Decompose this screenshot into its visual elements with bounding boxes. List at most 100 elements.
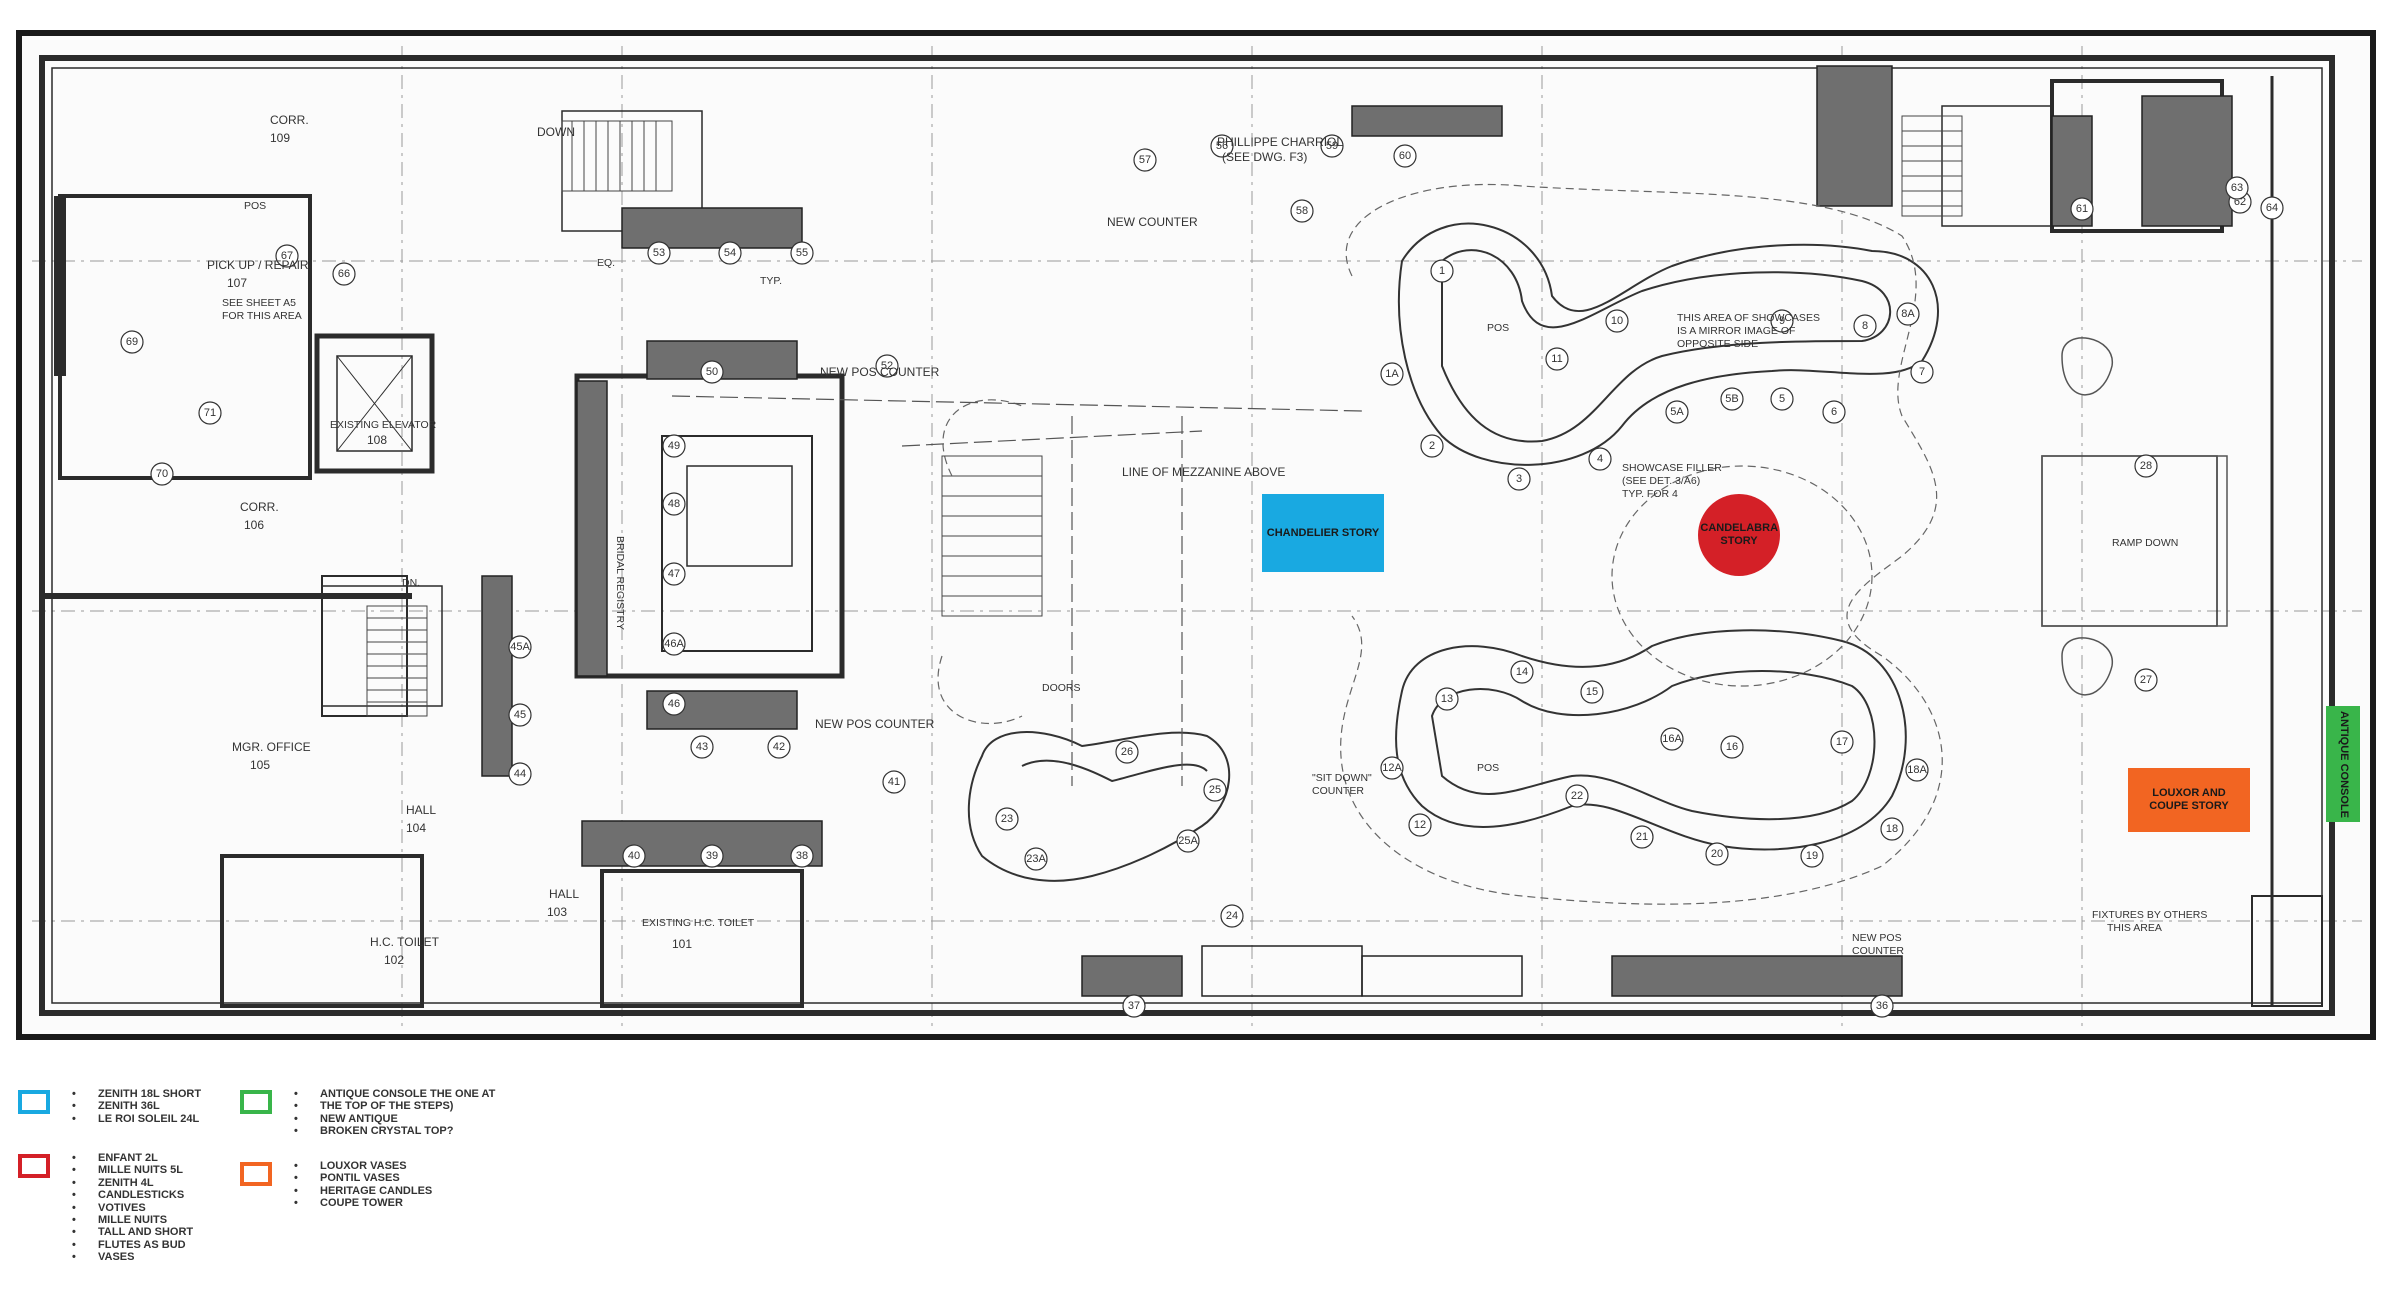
legend-item: ENFANT 2L bbox=[72, 1152, 193, 1165]
fixture-bubble-26: 26 bbox=[1115, 740, 1139, 764]
fixture-number-label: 69 bbox=[126, 336, 138, 348]
fixture-bubble-circle bbox=[647, 241, 671, 265]
room-number-104: 104 bbox=[406, 821, 426, 835]
fixture-bubble-circle bbox=[1435, 687, 1459, 711]
legend-item: CANDLESTICKS bbox=[72, 1189, 193, 1202]
fixture-bubble-circle bbox=[700, 360, 724, 384]
fixture-bubble-circle bbox=[1408, 813, 1432, 837]
fixture-number-label: 13 bbox=[1441, 693, 1453, 705]
fixture-number-label: 12 bbox=[1414, 819, 1426, 831]
fixture-bubble-circle bbox=[1705, 842, 1729, 866]
fixture-number-label: 71 bbox=[204, 407, 216, 419]
fixture-bubble-2: 2 bbox=[1420, 434, 1444, 458]
legend-swatch-blue bbox=[18, 1090, 50, 1114]
fixture-number-label: 46A bbox=[664, 638, 684, 650]
fixture-bubble-circle bbox=[1605, 309, 1629, 333]
room-label-hall-104: HALL bbox=[406, 803, 436, 817]
fixture-number-label: 3 bbox=[1516, 473, 1522, 485]
fixture-bubble-8: 8 bbox=[1853, 314, 1877, 338]
legend-list-louxor: LOUXOR VASES PONTIL VASES HERITAGE CANDL… bbox=[294, 1160, 432, 1210]
fixture-bubble-circle bbox=[875, 354, 899, 378]
fixture-bubble-70: 70 bbox=[150, 462, 174, 486]
legend-group-chandelier: ZENITH 18L SHORT ZENITH 36L LE ROI SOLEI… bbox=[18, 1088, 201, 1126]
fixture-number-label: 40 bbox=[628, 850, 640, 862]
fixture-bubble-27: 27 bbox=[2134, 668, 2158, 692]
fixture-number-label: 44 bbox=[514, 768, 526, 780]
fixture-bubble-circle bbox=[995, 807, 1019, 831]
fixture-bubble-circle bbox=[1870, 994, 1894, 1018]
fixture-number-label: 36 bbox=[1876, 1000, 1888, 1012]
see-sheet-note-2: FOR THIS AREA bbox=[222, 310, 302, 322]
legend-item: LE ROI SOLEIL 24L bbox=[72, 1113, 201, 1126]
fixture-number-label: 16A bbox=[1662, 733, 1682, 745]
fixture-bubble-circle bbox=[718, 241, 742, 265]
fixture-bubble-56: 56 bbox=[1210, 134, 1234, 158]
fixture-number-label: 64 bbox=[2266, 202, 2278, 214]
fixture-number-label: 7 bbox=[1919, 366, 1925, 378]
note-ramp-down: RAMP DOWN bbox=[2112, 537, 2178, 549]
fixture-bubble-45: 45 bbox=[508, 703, 532, 727]
fixture-number-label: 6 bbox=[1831, 406, 1837, 418]
fixture-number-label: 20 bbox=[1711, 848, 1723, 860]
fixture-bubble-circle bbox=[1720, 387, 1744, 411]
fixture-bubble-circle bbox=[275, 244, 299, 268]
fixture-number-label: 15 bbox=[1586, 686, 1598, 698]
fixture-number-label: 16 bbox=[1726, 741, 1738, 753]
candelabra-story-zone: CANDELABRA STORY bbox=[1698, 494, 1780, 576]
room-label-existing-hc-toilet: EXISTING H.C. TOILET bbox=[642, 917, 755, 929]
fixture-bubble-circle bbox=[882, 770, 906, 794]
fixture-bubble-circle bbox=[1320, 134, 1344, 158]
legend-item: NEW ANTIQUE bbox=[294, 1113, 495, 1126]
fixture-bubble-14: 14 bbox=[1510, 660, 1534, 684]
room-label-elevator: EXISTING ELEVATOR bbox=[330, 419, 437, 431]
fixture-number-label: 23 bbox=[1001, 813, 1013, 825]
note-see-dwg-f3: (SEE DWG. F3) bbox=[1222, 150, 1307, 164]
note-pos-2: POS bbox=[1487, 322, 1509, 334]
fixture-bubble-circle bbox=[790, 844, 814, 868]
room-number-103: 103 bbox=[547, 905, 567, 919]
fixture-bubble-61: 61 bbox=[2070, 197, 2094, 221]
fixture-bubble-circle bbox=[2225, 176, 2249, 200]
fixture-number-label: 26 bbox=[1121, 746, 1133, 758]
fixture-bubble-22: 22 bbox=[1565, 784, 1589, 808]
fixture-bubble-circle bbox=[1507, 467, 1531, 491]
fixture-bubble-circle bbox=[662, 632, 686, 656]
fixture-bubble-circle bbox=[662, 492, 686, 516]
fixture-number-label: 2 bbox=[1429, 440, 1435, 452]
legend-list-antique: ANTIQUE CONSOLE THE ONE AT THE TOP OF TH… bbox=[294, 1088, 495, 1138]
legend-list-candelabra: ENFANT 2L MILLE NUITS 5L ZENITH 4L CANDL… bbox=[72, 1152, 193, 1264]
fixture-number-label: 66 bbox=[338, 268, 350, 280]
fixture-bubble-5B: 5B bbox=[1720, 387, 1744, 411]
fixture-bubble-circle bbox=[1510, 660, 1534, 684]
fixture-number-label: 49 bbox=[668, 440, 680, 452]
mezzanine-line bbox=[671, 395, 1363, 786]
legend-item: COUPE TOWER bbox=[294, 1197, 432, 1210]
fixture-number-label: 17 bbox=[1836, 736, 1848, 748]
note-showcase-filler-3: TYP. FOR 4 bbox=[1622, 488, 1678, 500]
fixture-number-label: 43 bbox=[696, 741, 708, 753]
fixture-bubble-1: 1 bbox=[1430, 259, 1454, 283]
fixture-bubble-53: 53 bbox=[647, 241, 671, 265]
fixture-bubble-36: 36 bbox=[1870, 994, 1894, 1018]
room-number-109: 109 bbox=[270, 131, 290, 145]
chandelier-story-zone: CHANDELIER STORY bbox=[1262, 494, 1384, 572]
fixture-number-label: 27 bbox=[2140, 674, 2152, 686]
fixture-number-label: 54 bbox=[724, 247, 736, 259]
fixture-bubble-20: 20 bbox=[1705, 842, 1729, 866]
fixture-number-label: 1A bbox=[1385, 368, 1399, 380]
fixture-bubble-42: 42 bbox=[767, 735, 791, 759]
fixture-bubble-50: 50 bbox=[700, 360, 724, 384]
fixture-bubble-circle bbox=[1905, 758, 1929, 782]
room-label-hall-103: HALL bbox=[549, 887, 579, 901]
fixture-bubble-18: 18 bbox=[1880, 817, 1904, 841]
fixture-bubble-circle bbox=[700, 844, 724, 868]
note-counter: COUNTER bbox=[1852, 945, 1904, 957]
note-bridal-registry: BRIDAL REGISTRY bbox=[614, 536, 626, 630]
room-number-105: 105 bbox=[250, 758, 270, 772]
fixture-bubble-circle bbox=[508, 703, 532, 727]
fixture-bubble-circle bbox=[1665, 400, 1689, 424]
fixture-bubble-6: 6 bbox=[1822, 400, 1846, 424]
legend-item: BROKEN CRYSTAL TOP? bbox=[294, 1125, 495, 1138]
fixture-bubble-circle bbox=[150, 462, 174, 486]
fixture-bubble-circle bbox=[508, 762, 532, 786]
